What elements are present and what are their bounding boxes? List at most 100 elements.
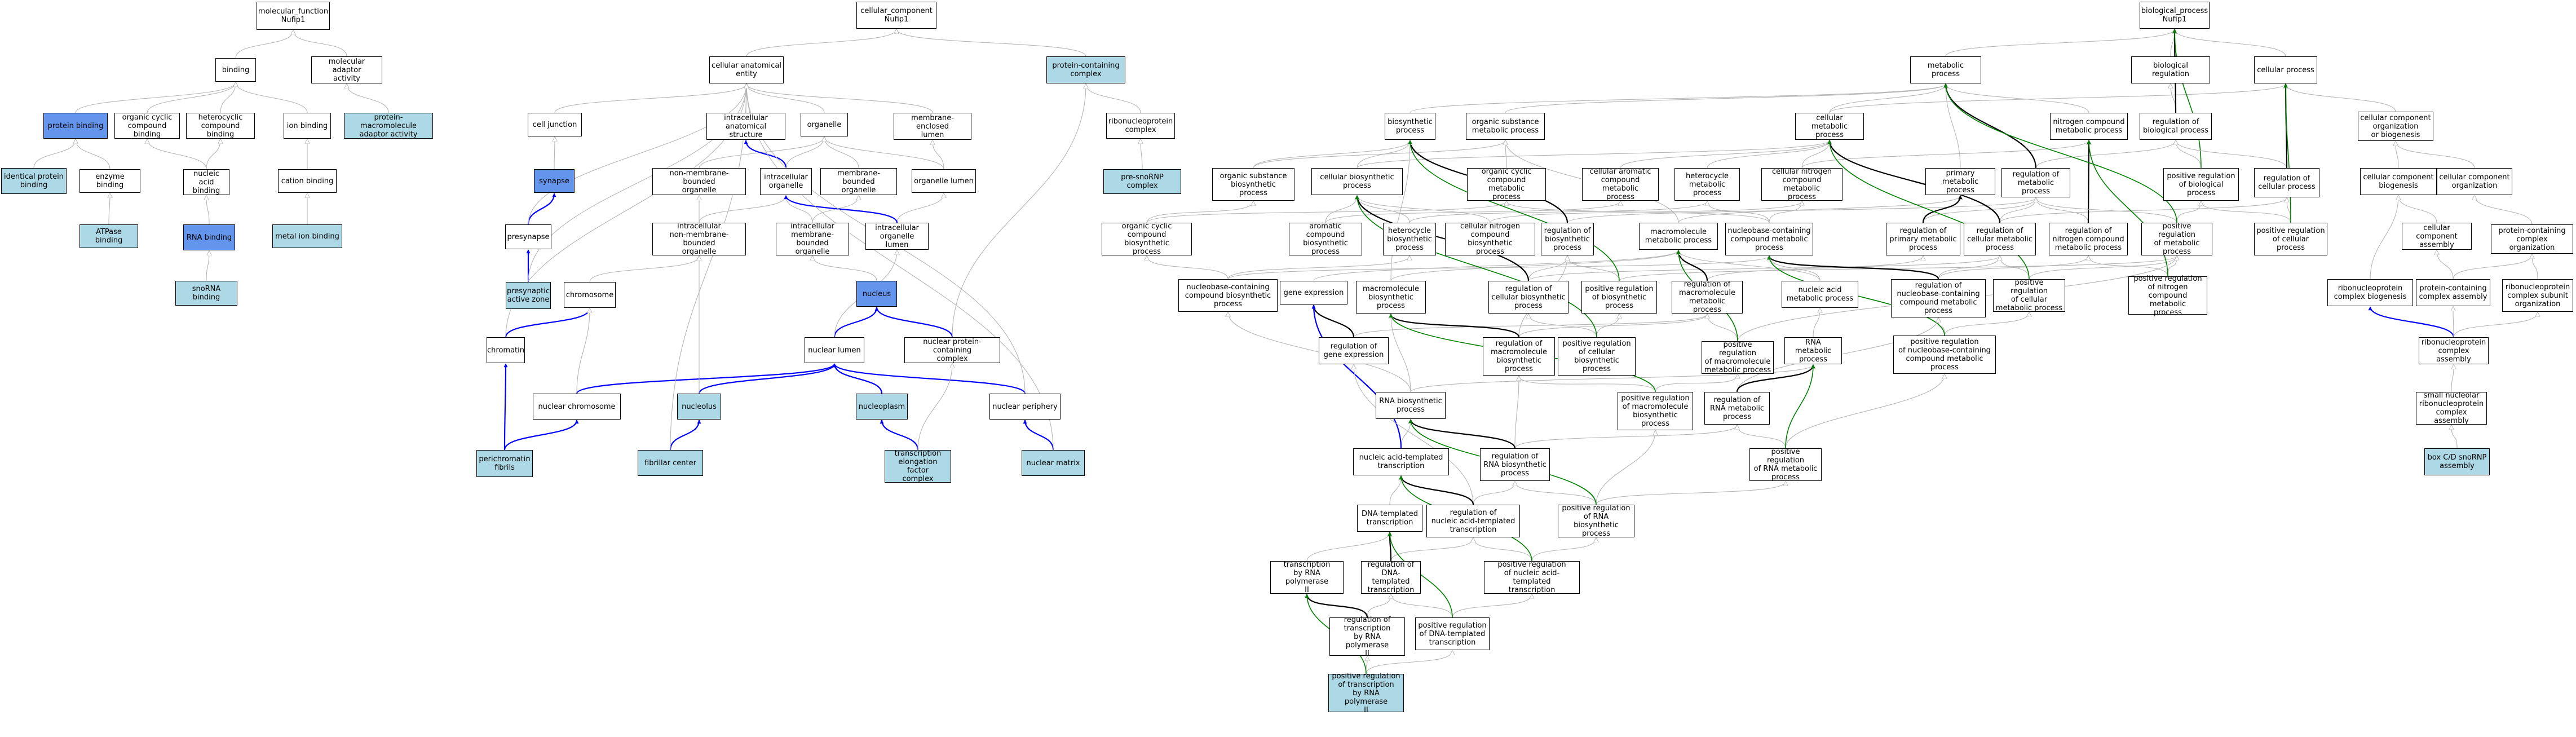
go-term-node-binding[interactable]: binding bbox=[215, 58, 256, 82]
go-term-node-cell-arom-met[interactable]: cellular aromatic compound metabolic pro… bbox=[1582, 167, 1659, 201]
go-term-node-nuclear-lumen[interactable]: nuclear lumen bbox=[805, 337, 864, 363]
go-term-node-pos-reg-dna-transcr[interactable]: positive regulation of DNA-templated tra… bbox=[1415, 617, 1490, 650]
go-term-node-pos-reg-transcr-pol2[interactable]: positive regulation of transcription by … bbox=[1328, 672, 1404, 714]
go-term-node-rnp-biogenesis[interactable]: ribonucleoprotein complex biogenesis bbox=[2327, 279, 2413, 306]
go-term-node-atpase-binding[interactable]: ATPase binding bbox=[79, 224, 138, 248]
go-term-node-reg-macromol-met[interactable]: regulation of macromolecule metabolic pr… bbox=[1672, 280, 1743, 314]
go-term-node-rna-binding[interactable]: RNA binding bbox=[183, 224, 235, 250]
go-term-node-reg-cell-met[interactable]: regulation of cellular metabolic process bbox=[1964, 223, 2036, 255]
go-term-node-snorna-binding[interactable]: snoRNA binding bbox=[175, 281, 237, 306]
go-term-node-reg-met[interactable]: regulation of metabolic process bbox=[2001, 168, 2070, 197]
go-term-node-biological-regulation[interactable]: biological regulation bbox=[2131, 56, 2210, 83]
go-term-node-nuclear-chromosome[interactable]: nuclear chromosome bbox=[533, 394, 621, 420]
go-term-node-rna-bios[interactable]: RNA biosynthetic process bbox=[1376, 392, 1446, 419]
go-term-node-heterocycle-bios[interactable]: heterocycle biosynthetic process bbox=[1383, 223, 1436, 255]
go-term-node-nucleic-acid-bind[interactable]: nucleic acid binding bbox=[183, 169, 229, 195]
go-term-node-transcr-pol2[interactable]: transcription by RNA polymerase II bbox=[1270, 561, 1344, 594]
go-term-node-pos-reg-met[interactable]: positive regulation of metabolic process bbox=[2141, 222, 2212, 256]
go-term-node-na-templ-transcr[interactable]: nucleic acid-templated transcription bbox=[1353, 448, 1449, 475]
go-term-node-chromosome[interactable]: chromosome bbox=[564, 282, 616, 308]
go-term-node-snornp-assembly[interactable]: small nucleolar ribonucleoprotein comple… bbox=[2416, 391, 2487, 425]
go-term-node-org-subst-bios[interactable]: organic substance biosynthetic process bbox=[1212, 168, 1294, 201]
go-term-node-pos-reg-rna-bios[interactable]: positive regulation of RNA biosynthetic … bbox=[1558, 504, 1634, 538]
go-term-node-ic-mb-org[interactable]: intracellular membrane-bounded organelle bbox=[776, 222, 849, 256]
go-term-node-cc-biogenesis[interactable]: cellular component biogenesis bbox=[2360, 168, 2437, 195]
go-term-node-pos-reg-nbc-met[interactable]: positive regulation of nucleobase-contai… bbox=[1893, 336, 1996, 374]
go-term-node-ic-non-mb-org[interactable]: intracellular non-membrane-bounded organ… bbox=[652, 222, 746, 256]
go-term-node-reg-nitro-met[interactable]: regulation of nitrogen compound metaboli… bbox=[2049, 223, 2128, 255]
go-term-node-non-mb-org[interactable]: non-membrane-bounded organelle bbox=[652, 168, 746, 195]
go-term-node-hetero-bind[interactable]: heterocyclic compound binding bbox=[186, 113, 255, 139]
go-term-node-cellular-process[interactable]: cellular process bbox=[2254, 56, 2317, 83]
go-term-node-nuc-prot-complex[interactable]: nuclear protein-containing complex bbox=[904, 337, 1000, 363]
go-term-node-org-lumen[interactable]: organelle lumen bbox=[912, 169, 976, 193]
go-term-node-pm-adaptor[interactable]: protein-macromolecule adaptor activity bbox=[344, 113, 433, 139]
go-term-node-cellular-met[interactable]: cellular metabolic process bbox=[1795, 113, 1864, 140]
go-term-node-cell-nitro-bios[interactable]: cellular nitrogen compound biosynthetic … bbox=[1445, 222, 1535, 256]
go-term-node-nbc-met[interactable]: nucleobase-containing compound metabolic… bbox=[1725, 223, 1813, 255]
go-term-node-metabolic-process[interactable]: metabolic process bbox=[1910, 56, 1981, 83]
go-term-node-cell-bios[interactable]: cellular biosynthetic process bbox=[1311, 168, 1403, 195]
go-term-node-identical-pb[interactable]: identical protein binding bbox=[1, 168, 67, 194]
go-term-node-pos-reg-macromol-met[interactable]: positive regulation of macromolecule met… bbox=[1702, 341, 1774, 374]
go-term-node-pos-reg-cell-proc[interactable]: positive regulation of cellular process bbox=[2254, 223, 2327, 255]
go-term-node-protein-binding[interactable]: protein binding bbox=[43, 113, 108, 139]
go-term-node-ion-binding[interactable]: ion binding bbox=[284, 113, 331, 139]
go-term-node-intracellular-as[interactable]: intracellular anatomical structure bbox=[706, 113, 785, 140]
go-term-node-org-subst-met[interactable]: organic substance metabolic process bbox=[1466, 113, 1545, 140]
go-term-node-rnp-assembly[interactable]: ribonucleoprotein complex assembly bbox=[2419, 337, 2489, 364]
go-term-node-metal-ion-binding[interactable]: metal ion binding bbox=[272, 224, 342, 248]
go-term-node-pos-reg-nitro-met[interactable]: positive regulation of nitrogen compound… bbox=[2128, 275, 2207, 317]
go-term-node-macromol-bios[interactable]: macromolecule biosynthetic process bbox=[1356, 281, 1426, 314]
go-term-node-org-cyclic-met[interactable]: organic cyclic compound metabolic proces… bbox=[1467, 167, 1546, 201]
go-term-node-reg-cell-bios[interactable]: regulation of cellular biosynthetic proc… bbox=[1488, 281, 1568, 314]
go-term-node-cell-nitro-met[interactable]: cellular nitrogen compound metabolic pro… bbox=[1761, 167, 1842, 201]
go-term-node-nbc-bios[interactable]: nucleobase-containing compound biosynthe… bbox=[1178, 279, 1278, 312]
go-term-node-cc[interactable]: cellular_component Nufip1 bbox=[856, 2, 936, 29]
go-term-node-nucleus[interactable]: nucleus bbox=[856, 281, 897, 307]
go-term-node-reg-bp[interactable]: regulation of biological process bbox=[2140, 113, 2212, 140]
go-term-node-nitrogen-met[interactable]: nitrogen compound metabolic process bbox=[2050, 113, 2128, 140]
go-term-node-cae[interactable]: cellular anatomical entity bbox=[709, 56, 784, 83]
go-term-node-mb-org[interactable]: membrane-bounded organelle bbox=[820, 168, 897, 195]
go-term-node-bp[interactable]: biological_process Nufip1 bbox=[2140, 2, 2210, 29]
go-term-node-nucleolus[interactable]: nucleolus bbox=[677, 394, 721, 420]
go-term-node-protein-complex[interactable]: protein-containing complex bbox=[1046, 56, 1125, 83]
go-term-node-presynapse[interactable]: presynapse bbox=[505, 224, 551, 249]
go-term-node-reg-macromol-bios[interactable]: regulation of macromolecule biosynthetic… bbox=[1483, 337, 1555, 376]
go-term-node-intracellular-org[interactable]: intracellular organelle bbox=[760, 168, 812, 195]
go-term-node-pos-reg-bp[interactable]: positive regulation of biological proces… bbox=[2163, 168, 2239, 201]
go-term-node-membrane-lumen[interactable]: membrane-enclosed lumen bbox=[894, 113, 971, 140]
go-term-node-dna-templ-transcr[interactable]: DNA-templated transcription bbox=[1357, 505, 1422, 532]
go-term-node-org-cyclic-bios[interactable]: organic cyclic compound biosynthetic pro… bbox=[1102, 222, 1192, 256]
go-term-node-biosynthetic-process[interactable]: biosynthetic process bbox=[1385, 113, 1435, 140]
go-term-node-perichromatin[interactable]: perichromatin fibrils bbox=[476, 450, 533, 477]
go-term-node-nucleoplasm[interactable]: nucleoplasm bbox=[856, 394, 908, 420]
go-term-node-rnp-subunit-org[interactable]: ribonucleoprotein complex subunit organi… bbox=[2502, 279, 2573, 312]
go-term-node-macromol-met[interactable]: macromolecule metabolic process bbox=[1639, 223, 1718, 250]
go-term-node-rna-met[interactable]: RNA metabolic process bbox=[1784, 337, 1842, 364]
go-term-node-reg-gene-expr[interactable]: regulation of gene expression bbox=[1319, 337, 1389, 364]
go-term-node-pc-org[interactable]: protein-containing complex organization bbox=[2491, 224, 2573, 254]
go-term-node-mf[interactable]: molecular_function Nufip1 bbox=[257, 2, 330, 30]
go-term-node-pos-reg-macromol-bios[interactable]: positive regulation of macromolecule bio… bbox=[1618, 392, 1693, 430]
go-term-node-reg-transcr-pol2[interactable]: regulation of transcription by RNA polym… bbox=[1329, 616, 1405, 658]
go-term-node-reg-nbc-met[interactable]: regulation of nucleobase-containing comp… bbox=[1891, 279, 1986, 317]
go-term-node-reg-na-transcr[interactable]: regulation of nucleic acid-templated tra… bbox=[1426, 505, 1520, 537]
go-term-node-nuclear-periphery[interactable]: nuclear periphery bbox=[989, 394, 1061, 420]
go-term-node-reg-primary-met[interactable]: regulation of primary metabolic process bbox=[1886, 223, 1960, 255]
go-term-node-pos-reg-na-transcr[interactable]: positive regulation of nucleic acid-temp… bbox=[1484, 561, 1580, 594]
go-term-node-pos-reg-cell-bios[interactable]: positive regulation of cellular biosynth… bbox=[1558, 337, 1636, 376]
go-term-node-pos-reg-rna-met[interactable]: positive regulation of RNA metabolic pro… bbox=[1749, 448, 1822, 482]
go-term-node-synapse[interactable]: synapse bbox=[534, 169, 575, 193]
go-term-node-organelle[interactable]: organelle bbox=[801, 113, 848, 136]
go-term-node-rnp-complex[interactable]: ribonucleoprotein complex bbox=[1106, 113, 1175, 139]
go-term-node-cc-org-biog[interactable]: cellular component organization or bioge… bbox=[2358, 112, 2433, 141]
go-term-node-pre-snornp[interactable]: pre-snoRNP complex bbox=[1103, 169, 1181, 194]
go-term-node-primary-met[interactable]: primary metabolic process bbox=[1925, 168, 1995, 195]
go-term-node-heterocycle-met[interactable]: heterocycle metabolic process bbox=[1674, 168, 1740, 201]
go-term-node-cc-organization[interactable]: cellular component organization bbox=[2437, 168, 2512, 195]
go-term-node-pos-reg-cell-met[interactable]: positive regulation of cellular metaboli… bbox=[1993, 279, 2065, 312]
go-term-node-reg-bios[interactable]: regulation of biosynthetic process bbox=[1541, 223, 1594, 255]
go-term-node-chromatin[interactable]: chromatin bbox=[487, 337, 525, 363]
